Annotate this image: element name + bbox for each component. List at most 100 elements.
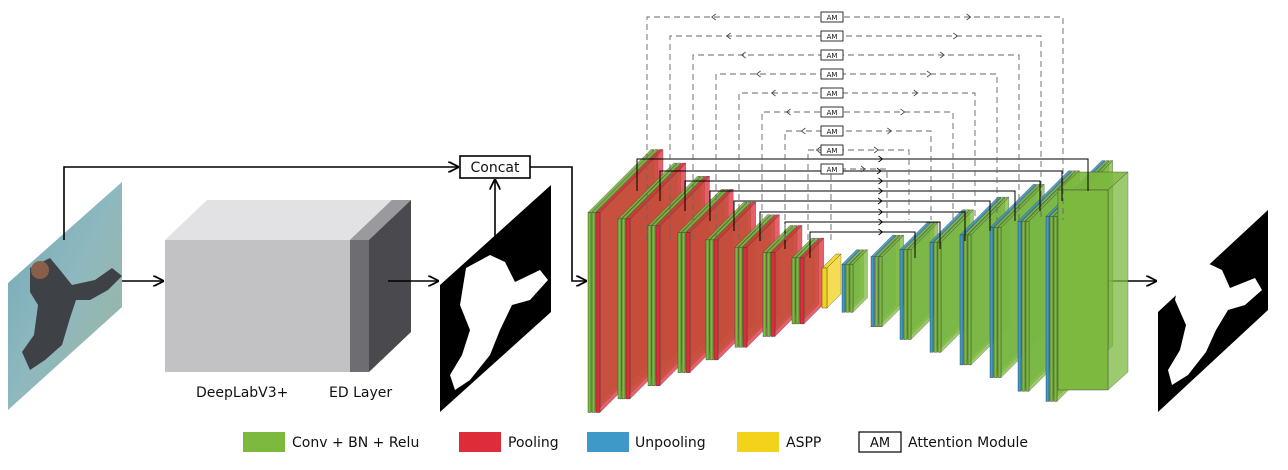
encoder-conv-a-8-front	[791, 257, 796, 325]
encoder-pool-7-front	[770, 252, 776, 337]
decoder-unpool-2-front	[870, 256, 875, 327]
am-arrow-left-6	[785, 108, 791, 116]
decoder-unpool-5-front	[959, 234, 964, 366]
am-dashed-line-7	[784, 130, 932, 240]
encoder-conv-a-1-front	[587, 212, 592, 413]
aspp-block-front	[821, 267, 828, 309]
encoder-pool-4-front	[685, 232, 691, 373]
am-arrow-right-7	[887, 127, 893, 135]
skip-connections	[636, 155, 1089, 258]
am-box-5	[820, 87, 844, 99]
intermediate-mask	[440, 185, 551, 412]
skip-arrow-6	[878, 208, 884, 216]
decoder-conv-b-1	[849, 249, 868, 313]
am-arrow-right-9	[860, 165, 866, 173]
am-box-label-3: AM	[827, 52, 838, 60]
decoder-unpool-6-front	[989, 227, 994, 378]
encoder-conv-a-7-front	[762, 252, 767, 337]
am-box-1	[820, 11, 844, 23]
encoder-pool-1-front	[595, 212, 601, 413]
am-arrow-right-3	[939, 51, 945, 59]
mask-silhouette	[450, 255, 548, 390]
encoder-conv-b-2-front	[621, 218, 626, 400]
decoder-conv-a-8-front	[1049, 216, 1054, 402]
skip-line-4	[709, 190, 1016, 221]
decoder-conv-b-7-front	[1025, 220, 1030, 392]
ed-layer-label: ED Layer	[329, 385, 392, 401]
am-arrow-left-7	[800, 127, 806, 135]
encoder-conv-a-3-front	[647, 225, 652, 386]
encoder-conv-b-3-front	[651, 225, 656, 386]
encoder-pool-2-front	[625, 218, 631, 400]
encoder-conv-a-4-front	[677, 232, 682, 373]
ed-layer-block	[350, 200, 411, 372]
am-arrow-right-4	[926, 70, 932, 78]
decoder-conv-a-5-front	[963, 234, 968, 366]
am-arrow-left-4	[755, 70, 761, 78]
encoder-conv-b-7-front	[766, 252, 771, 337]
am-arrow-left-5	[770, 89, 776, 97]
am-arrow-right-1	[966, 13, 972, 21]
am-box-label-9: AM	[827, 166, 838, 174]
decoder-conv-a-2-front	[874, 256, 879, 327]
am-dashed-line-3	[692, 54, 1020, 240]
output-mask	[1158, 210, 1268, 412]
final-conv-block-side	[1107, 171, 1129, 391]
skip-arrow-5	[877, 197, 883, 205]
am-arrow-right-6	[900, 108, 906, 116]
decoder-unpool-8-front	[1045, 216, 1050, 402]
legend-label-am: Attention Module	[908, 435, 1028, 451]
decoder-conv-b-2	[878, 234, 905, 328]
encoder-pool-8-front	[799, 257, 805, 325]
encoder-conv-a-5-front	[705, 239, 710, 361]
skip-line-2	[659, 170, 1063, 201]
am-box-8	[820, 144, 844, 156]
legend-label-pooling: Pooling	[508, 435, 559, 451]
legend-swatch-aspp	[737, 432, 779, 452]
am-dashed-line-8	[807, 149, 910, 240]
am-box-label-8: AM	[827, 147, 838, 155]
network-layers	[587, 149, 1129, 413]
input-image	[8, 182, 122, 410]
decoder-conv-a-4-front	[933, 241, 938, 353]
encoder-conv-b-5-front	[709, 239, 714, 361]
am-arrow-right-2	[953, 32, 959, 40]
am-box-label-7: AM	[827, 128, 838, 136]
encoder-conv-a-6-front	[734, 246, 739, 348]
person-figure	[22, 258, 122, 370]
skip-line-5	[733, 200, 991, 231]
am-box-2	[820, 30, 844, 42]
skip-arrow-2	[876, 167, 882, 175]
skip-arrow-1	[878, 155, 884, 163]
legend-label-unpooling: Unpooling	[635, 435, 706, 451]
decoder-unpool-7-front	[1017, 220, 1022, 392]
am-box-label-6: AM	[827, 109, 838, 117]
am-dashed-line-9	[830, 168, 888, 240]
decoder-unpool-4-front	[929, 241, 934, 353]
concat-label: Concat	[471, 160, 520, 176]
legend: Conv + BN + Relu Pooling Unpooling ASPP …	[243, 431, 1028, 453]
decoder-conv-b-3-front	[907, 249, 912, 340]
decoder-unpool-3-front	[899, 249, 904, 340]
am-box-label-1: AM	[827, 14, 838, 22]
skip-arrow-3	[878, 177, 884, 185]
am-box-label-5: AM	[827, 90, 838, 98]
final-conv-block	[1057, 171, 1129, 391]
am-box-3	[820, 49, 844, 61]
am-arrow-right-5	[913, 89, 919, 97]
decoder-conv-b-1-front	[849, 264, 854, 313]
skip-line-3	[684, 180, 1041, 211]
aspp-block	[821, 253, 842, 309]
am-box-6	[820, 106, 844, 118]
encoder-conv-b-8-front	[795, 257, 800, 325]
am-dashed-line-2	[669, 35, 1042, 240]
encoder-pool-8	[799, 237, 825, 325]
skip-arrow-8	[878, 228, 884, 236]
decoder-conv-b-6-front	[997, 227, 1002, 378]
legend-swatch-unpooling	[587, 432, 629, 452]
decoder-unpool-1-front	[841, 264, 846, 313]
legend-swatch-am-text: AM	[870, 436, 890, 451]
decoder-conv-b-2-front	[878, 256, 883, 327]
decoder-conv-a-7-front	[1021, 220, 1026, 392]
